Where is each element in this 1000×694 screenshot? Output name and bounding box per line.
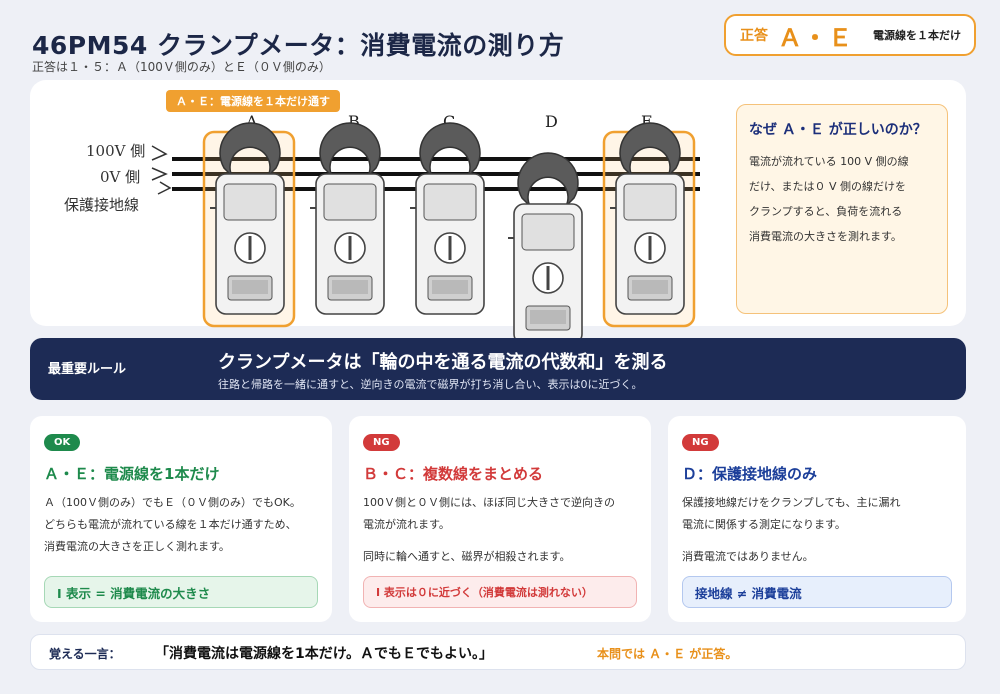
footer-label: 覚える一言： — [49, 647, 121, 661]
ok-badge: OK — [44, 434, 81, 451]
card-body-line: 電流に関係する測定になります。 — [682, 518, 846, 531]
card-body: 保護接地線だけをクランプしても、主に漏れ 電流に関係する測定になります。 消費電… — [682, 492, 952, 568]
footer-phrase: 「消費電流は電源線を1本だけ。ＡでもＥでもよい。」 — [155, 646, 494, 662]
card-pill: I 表示 = 消費電流の大きさ — [44, 576, 318, 608]
card-body-line: 電流が流れます。 — [363, 518, 450, 531]
answer-badge-answer: Ａ・Ｅ — [778, 23, 853, 52]
card-ng-d: NG Ｄ：保護接地線のみ 保護接地線だけをクランプしても、主に漏れ 電流に関係す… — [668, 416, 966, 622]
why-line: 消費電流の大きさを測れます。 — [749, 230, 902, 243]
card-body-line: 同時に輪へ通すと、磁界が相殺されます。 — [363, 550, 571, 563]
card-body-line — [363, 536, 637, 546]
card-body: Ａ（100Ｖ側のみ）でもＥ（０Ｖ側のみ）でもOK。 どちらも電流が流れている線を… — [44, 492, 318, 558]
option-letter-d: D — [545, 112, 558, 131]
option-letter-a: A — [246, 112, 258, 131]
page-subtitle: 正答は１・５：Ａ（100Ｖ側のみ）とＥ（０Ｖ側のみ） — [32, 60, 331, 74]
option-letter-b: B — [348, 112, 360, 131]
card-body: 100Ｖ側と０Ｖ側には、ほぼ同じ大きさで逆向きの 電流が流れます。 同時に輪へ通… — [363, 492, 637, 568]
card-pill: 接地線 ≠ 消費電流 — [682, 576, 952, 608]
why-body: 電流が流れている 100 V 側の線 だけ、または０ V 側の線だけを クランプ… — [749, 149, 935, 249]
card-ng-bc: NG Ｂ・Ｃ：複数線をまとめる 100Ｖ側と０Ｖ側には、ほぼ同じ大きさで逆向きの… — [349, 416, 651, 622]
card-body-line: 保護接地線だけをクランプしても、主に漏れ — [682, 496, 901, 509]
page-title: 46PM54 クランプメータ：消費電流の測り方 — [32, 31, 565, 60]
card-body-line: 消費電流の大きさを正しく測れます。 — [44, 540, 230, 553]
card-title: Ａ・Ｅ：電源線を1本だけ — [44, 465, 220, 483]
rule-headline: クランプメータは「輪の中を通る電流の代数和」を測る — [218, 352, 668, 373]
card-body-line: 100Ｖ側と０Ｖ側には、ほぼ同じ大きさで逆向きの — [363, 496, 615, 509]
diagram-callout: Ａ・Ｅ：電源線を１本だけ通す — [166, 90, 340, 112]
rule-subtext: 往路と帰路を一緒に通すと、逆向きの電流で磁界が打ち消し合い、表示は0に近づく。 — [218, 378, 643, 391]
footer-summary: 覚える一言： 「消費電流は電源線を1本だけ。ＡでもＥでもよい。」 本問では Ａ・… — [30, 634, 966, 670]
answer-badge-label: 正答 — [740, 28, 768, 44]
why-line: クランプすると、負荷を流れる — [749, 205, 903, 218]
wire-label-ground: 保護接地線 — [64, 196, 140, 214]
rule-bar: 最重要ルール クランプメータは「輪の中を通る電流の代数和」を測る 往路と帰路を一… — [30, 338, 966, 400]
answer-badge: 正答 Ａ・Ｅ 電源線を１本だけ — [724, 14, 976, 56]
card-title: Ｂ・Ｃ：複数線をまとめる — [363, 465, 544, 483]
card-body-line: Ａ（100Ｖ側のみ）でもＥ（０Ｖ側のみ）でもOK。 — [44, 496, 301, 509]
card-body-line: どちらも電流が流れている線を１本だけ通すため、 — [44, 518, 297, 531]
wire-label-100v: 100V 側 — [86, 142, 146, 160]
footer-conclusion: 本問では Ａ・Ｅ が正答。 — [597, 647, 738, 661]
rule-label: 最重要ルール — [48, 362, 127, 377]
ng-badge: NG — [682, 434, 719, 451]
card-title: Ｄ：保護接地線のみ — [682, 465, 818, 483]
wire-label-0v: 0V 側 — [100, 168, 141, 186]
option-letter-e: E — [641, 112, 653, 131]
why-box: なぜ Ａ・Ｅ が正しいのか？ 電流が流れている 100 V 側の線 だけ、または… — [736, 104, 948, 314]
card-body-line — [682, 536, 952, 546]
why-title: なぜ Ａ・Ｅ が正しいのか？ — [749, 122, 927, 138]
option-letter-c: C — [443, 112, 456, 131]
ng-badge: NG — [363, 434, 400, 451]
card-ok-ae: OK Ａ・Ｅ：電源線を1本だけ Ａ（100Ｖ側のみ）でもＥ（０Ｖ側のみ）でもOK… — [30, 416, 332, 622]
why-line: 電流が流れている 100 V 側の線 — [749, 155, 909, 168]
why-line: だけ、または０ V 側の線だけを — [749, 180, 906, 193]
answer-badge-note: 電源線を１本だけ — [873, 29, 961, 42]
card-pill: I 表示は０に近づく（消費電流は測れない） — [363, 576, 637, 608]
card-body-line: 消費電流ではありません。 — [682, 550, 814, 563]
